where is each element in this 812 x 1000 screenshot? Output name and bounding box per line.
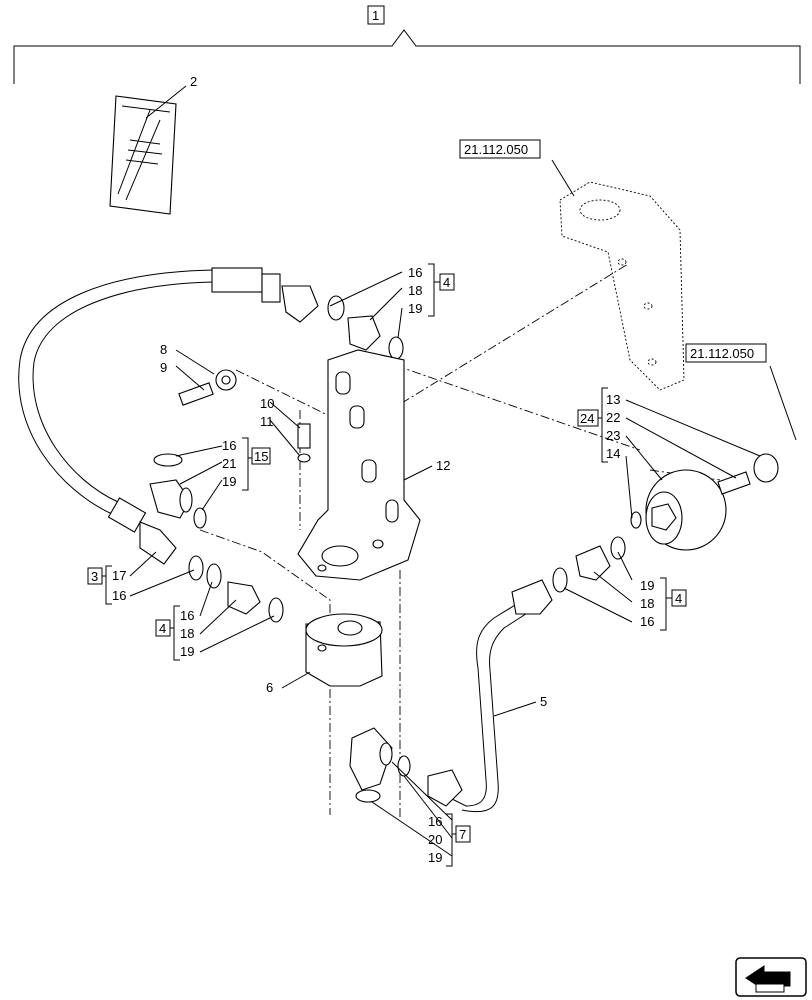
callout-15-19: 19 xyxy=(222,474,236,489)
ref-24: 24 xyxy=(580,411,594,426)
ref-right[interactable]: 21.112.050 xyxy=(685,343,797,441)
ref-3: 3 xyxy=(91,569,98,584)
callout-4b-16: 16 xyxy=(180,608,194,623)
ref-4b: 4 xyxy=(159,621,166,636)
callout-24-23: 23 xyxy=(606,428,620,443)
fitting-group-4a xyxy=(327,295,404,360)
ref-4c: 4 xyxy=(675,591,682,606)
callout-24-14: 14 xyxy=(606,446,620,461)
pipe-icon xyxy=(427,567,568,813)
callout-4a-19: 19 xyxy=(408,301,422,316)
callout-3-16: 16 xyxy=(112,588,126,603)
ref-top[interactable]: 21.112.050 xyxy=(459,139,575,197)
hose-icon xyxy=(18,267,319,565)
bolts xyxy=(178,369,311,463)
center-lines xyxy=(199,263,721,820)
assembly-ref-label: 1 xyxy=(372,8,379,23)
callout-15-16: 16 xyxy=(222,438,236,453)
callout-7-16: 16 xyxy=(428,814,442,829)
ref-right-label: 21.112.050 xyxy=(690,346,754,361)
callout-11: 11 xyxy=(260,414,274,429)
callout-9: 9 xyxy=(160,360,167,375)
callout-4c-18: 18 xyxy=(640,596,654,611)
nav-arrow-icon[interactable] xyxy=(735,957,807,997)
callout-7-19: 19 xyxy=(428,850,442,865)
fitting-group-4c xyxy=(575,536,626,581)
mount-block xyxy=(305,613,383,687)
ref-top-label: 21.112.050 xyxy=(464,142,528,157)
group-24[interactable]: 24 13 22 23 14 xyxy=(577,387,620,463)
callout-2: 2 xyxy=(190,74,197,89)
l-bracket xyxy=(297,349,421,581)
assembly-ref-box[interactable] xyxy=(367,5,385,25)
ref-4a: 4 xyxy=(443,275,450,290)
callout-4c-16: 16 xyxy=(640,614,654,629)
ref-15: 15 xyxy=(254,449,268,464)
group-4a[interactable]: 16 18 19 4 xyxy=(408,263,455,317)
callout-7-20: 20 xyxy=(428,832,442,847)
fitting-icon xyxy=(149,453,207,529)
callout-24-22: 22 xyxy=(606,410,620,425)
callout-4b-19: 19 xyxy=(180,644,194,659)
callout-8: 8 xyxy=(160,342,167,357)
group-4b[interactable]: 4 16 18 19 xyxy=(155,605,194,661)
callout-4c-19: 19 xyxy=(640,578,654,593)
callout-10: 10 xyxy=(260,396,274,411)
group-4c[interactable]: 19 18 16 4 xyxy=(640,577,687,631)
manual-icon: 2 xyxy=(109,74,197,215)
group-15[interactable]: 16 21 19 15 xyxy=(222,437,271,491)
callout-4a-18: 18 xyxy=(408,283,422,298)
leaders xyxy=(129,271,761,857)
callout-24-13: 13 xyxy=(606,392,620,407)
fitting-group-4b xyxy=(188,555,284,623)
callout-4b-18: 18 xyxy=(180,626,194,641)
callout-5: 5 xyxy=(540,694,547,709)
bracket-icon xyxy=(559,181,685,391)
assembly-brace: 1 xyxy=(13,5,801,84)
ref-right-box[interactable] xyxy=(685,343,767,363)
callout-3-17: 17 xyxy=(112,568,126,583)
group-3[interactable]: 3 17 16 xyxy=(87,565,126,605)
callout-12: 12 xyxy=(436,458,450,473)
callout-6: 6 xyxy=(266,680,273,695)
ref-7: 7 xyxy=(459,827,466,842)
callout-15-21: 21 xyxy=(222,456,236,471)
callout-4a-16: 16 xyxy=(408,265,422,280)
elbow-fitting xyxy=(349,727,411,803)
o-ring-icon xyxy=(153,453,183,467)
check-valve xyxy=(630,453,779,551)
group-7[interactable]: 16 20 19 7 xyxy=(428,813,471,867)
ref-top-box[interactable] xyxy=(459,139,541,159)
